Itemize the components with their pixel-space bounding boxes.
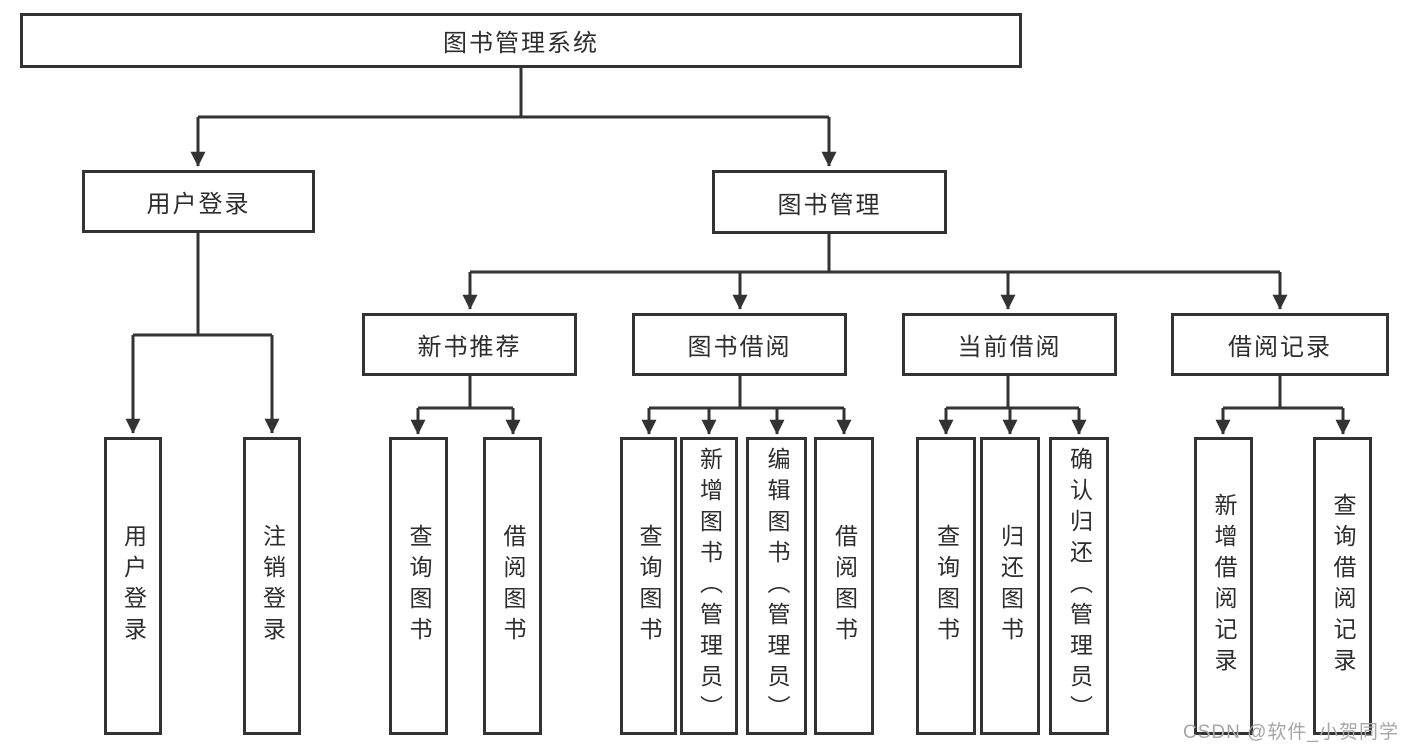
- node-borrowing-records: 借阅记录: [1171, 313, 1389, 376]
- leaf-borrow-books-borrowing: 借阅图书: [814, 437, 874, 735]
- node-book-borrowing: 图书借阅: [632, 313, 847, 376]
- leaf-return-books: 归还图书: [980, 437, 1040, 735]
- node-user-login: 用户登录: [82, 170, 315, 233]
- node-library-management-system: 图书管理系统: [20, 13, 1022, 68]
- leaf-search-books-current: 查询图书: [916, 437, 976, 735]
- leaf-search-books-recommend: 查询图书: [389, 437, 448, 735]
- leaf-add-books-admin: 新增图书（管理员）: [680, 437, 738, 735]
- leaf-edit-books-admin: 编辑图书（管理员）: [746, 437, 807, 735]
- leaf-borrow-books-recommend: 借阅图书: [483, 437, 542, 735]
- leaf-confirm-return-admin: 确认归还（管理员）: [1049, 437, 1109, 735]
- leaf-logout: 注销登录: [243, 437, 301, 735]
- csdn-watermark: CSDN @软件_小贺同学: [1183, 722, 1399, 743]
- node-new-book-recommend: 新书推荐: [362, 313, 577, 376]
- leaf-search-books-borrowing: 查询图书: [620, 437, 677, 735]
- leaf-add-borrow-record: 新增借阅记录: [1194, 437, 1253, 735]
- leaf-user-login: 用户登录: [104, 437, 162, 735]
- node-current-borrowing: 当前借阅: [902, 313, 1117, 376]
- leaf-search-borrow-record: 查询借阅记录: [1313, 437, 1372, 735]
- node-book-management: 图书管理: [712, 170, 947, 234]
